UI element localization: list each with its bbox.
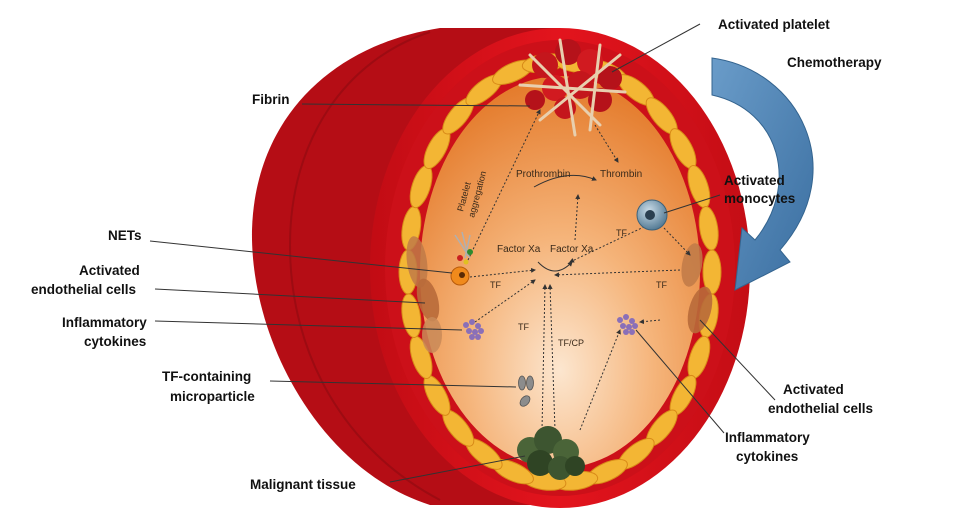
nets-cell: [450, 231, 473, 286]
activated-monocyte: [636, 199, 668, 231]
label-activated-endothelial-right-1: Activated: [783, 382, 844, 397]
label-inflammatory-cytokines-left-2: cytokines: [84, 334, 146, 349]
label-inflammatory-cytokines-left-1: Inflammatory: [62, 315, 147, 330]
label-activated-endothelial-left-2: endothelial cells: [31, 282, 136, 297]
tf-left-label: TF: [490, 280, 501, 290]
label-activated-monocytes-1: Activated: [724, 173, 785, 188]
label-malignant-tissue: Malignant tissue: [250, 477, 356, 492]
thrombin-label: Thrombin: [600, 169, 642, 180]
label-activated-monocytes-2: monocytes: [724, 191, 795, 206]
endothelial-cell: [698, 206, 719, 251]
label-inflammatory-cytokines-right-1: Inflammatory: [725, 430, 810, 445]
outer-labels: Activated platelet Chemotherapy Fibrin A…: [31, 17, 882, 492]
label-nets: NETs: [108, 228, 142, 243]
label-activated-platelet: Activated platelet: [718, 17, 830, 32]
label-fibrin: Fibrin: [252, 92, 290, 107]
prothrombin-arrow: [533, 174, 597, 188]
tf-microparticles: [518, 375, 534, 407]
tf-right-lower-label: TF: [656, 280, 667, 290]
vessel-lumen: [420, 76, 700, 468]
endothelial-layer: [398, 53, 722, 491]
leader-lines: [149, 23, 776, 483]
malignant-tissue: [517, 426, 585, 480]
label-chemotherapy: Chemotherapy: [787, 55, 882, 70]
label-activated-endothelial-left-1: Activated: [79, 263, 140, 278]
prothrombin-label: Prothrombin: [516, 169, 570, 180]
label-activated-endothelial-right-2: endothelial cells: [768, 401, 873, 416]
factor-xa-arrow: [537, 261, 573, 272]
chemotherapy-arrow: [711, 57, 814, 291]
pathway-arrows: [467, 109, 691, 431]
factor-xa-right-label: Factor Xa: [550, 244, 594, 255]
tf-cp-label: TF/CP: [558, 338, 584, 348]
cytokines-left: [463, 319, 484, 340]
label-tf-microparticle-2: microparticle: [170, 389, 255, 404]
tf-center-label: TF: [518, 322, 529, 332]
cytokines-right: [617, 314, 638, 335]
fibrin-clot: [518, 38, 627, 137]
label-tf-microparticle-1: TF-containing: [162, 369, 251, 384]
label-inflammatory-cytokines-right-2: cytokines: [736, 449, 798, 464]
factor-xa-left-label: Factor Xa: [497, 244, 541, 255]
tf-right-upper-label: TF: [616, 228, 627, 238]
